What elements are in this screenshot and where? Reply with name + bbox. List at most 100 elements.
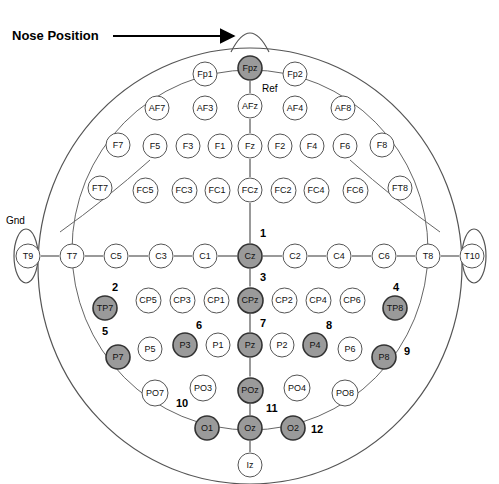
electrode-site: T10 xyxy=(459,243,485,269)
electrode-site: PO8 xyxy=(331,379,359,407)
electrode-site: F8 xyxy=(369,132,395,158)
ground-label: Gnd xyxy=(6,216,25,226)
electrode-label: PO8 xyxy=(336,389,354,398)
electrode-label: PO4 xyxy=(288,384,306,393)
electrode-line xyxy=(41,255,59,256)
electrode-site: FC5 xyxy=(132,177,159,204)
electrode-site: T9 xyxy=(15,243,41,269)
electrode-label: AF3 xyxy=(197,104,214,113)
electrode-line xyxy=(249,314,250,333)
electrode-site: AF7 xyxy=(144,95,170,121)
electrode-site: POz xyxy=(237,377,264,404)
electrode-label: C5 xyxy=(110,252,122,261)
electrode-site: F5 xyxy=(142,133,168,159)
electrode-line xyxy=(249,269,250,287)
electrode-label: C6 xyxy=(378,252,390,261)
electrode-label: CP3 xyxy=(173,296,191,305)
electrode-label: Iz xyxy=(246,461,253,470)
electrode-line xyxy=(249,441,250,452)
electrode-site: TP8 xyxy=(382,295,408,321)
electrode-label: FC4 xyxy=(307,186,324,195)
electrode-site: P7 xyxy=(105,344,131,370)
electrode-site: Iz xyxy=(237,452,263,478)
electrode-label: F7 xyxy=(113,141,124,150)
electrode-label: Fp2 xyxy=(287,70,303,79)
electrode-site: P5 xyxy=(137,336,163,362)
electrode-label: AF4 xyxy=(287,104,304,113)
electrode-site: P6 xyxy=(337,336,363,362)
electrode-label: T8 xyxy=(423,252,434,261)
electrode-label: CP5 xyxy=(139,296,157,305)
electrode-line xyxy=(308,255,326,256)
electrode-label: F6 xyxy=(340,142,351,151)
electrode-line xyxy=(249,203,250,243)
callout-number: 3 xyxy=(260,272,266,283)
electrode-site: CP3 xyxy=(169,287,196,314)
callout-number: 7 xyxy=(260,318,266,329)
callout-number: 10 xyxy=(176,398,188,409)
electrode-site: FCz xyxy=(237,177,263,203)
electrode-site: AF8 xyxy=(330,95,356,121)
electrode-site: Oz xyxy=(237,415,263,441)
electrode-site: CP6 xyxy=(339,287,366,314)
electrode-site: F7 xyxy=(105,132,131,158)
electrode-line xyxy=(85,255,103,256)
electrode-line xyxy=(174,255,192,256)
electrode-label: FC2 xyxy=(274,186,291,195)
electrode-label: P1 xyxy=(212,341,223,350)
reference-label: Ref xyxy=(262,84,278,94)
electrode-site: PO7 xyxy=(141,379,169,407)
electrode-label: CP4 xyxy=(309,296,327,305)
electrode-line xyxy=(218,255,237,256)
electrode-label: Fz xyxy=(245,142,255,151)
nose-label: Nose Position xyxy=(12,29,99,42)
callout-number: 2 xyxy=(112,282,118,293)
electrode-site: Pz xyxy=(237,332,263,358)
electrode-site: F6 xyxy=(332,133,358,159)
electrode-label: C1 xyxy=(199,252,211,261)
electrode-label: Pz xyxy=(245,341,256,350)
electrode-site: C1 xyxy=(192,243,218,269)
callout-number: 4 xyxy=(393,282,399,293)
electrode-site: T8 xyxy=(415,243,441,269)
electrode-line xyxy=(263,255,282,256)
electrode-label: CP6 xyxy=(343,296,361,305)
electrode-site: F1 xyxy=(207,133,233,159)
electrode-label: CPz xyxy=(241,296,258,305)
electrode-label: Fp1 xyxy=(197,70,213,79)
electrode-site: P2 xyxy=(269,332,295,358)
electrode-label: FC6 xyxy=(346,186,363,195)
electrode-label: PO7 xyxy=(146,389,164,398)
electrode-label: F4 xyxy=(307,142,318,151)
electrode-label: TP7 xyxy=(97,304,114,313)
callout-number: 6 xyxy=(196,320,202,331)
electrode-site: O2 xyxy=(280,415,306,441)
electrode-site: P1 xyxy=(205,332,231,358)
electrode-site: Fz xyxy=(237,133,263,159)
callout-number: 11 xyxy=(266,403,278,414)
electrode-site: PO4 xyxy=(283,374,311,402)
electrode-label: P5 xyxy=(144,345,155,354)
electrode-site: Fp1 xyxy=(192,61,218,87)
electrode-label: Fpz xyxy=(242,64,257,73)
electrode-label: F1 xyxy=(215,142,226,151)
electrode-line xyxy=(249,404,250,416)
electrode-site: C2 xyxy=(282,243,308,269)
electrode-label: P6 xyxy=(344,345,355,354)
electrode-label: F8 xyxy=(377,141,388,150)
electrode-label: P2 xyxy=(276,341,287,350)
nose xyxy=(231,33,269,52)
electrode-site: PO3 xyxy=(189,374,217,402)
electrode-label: POz xyxy=(241,386,259,395)
electrode-label: AF8 xyxy=(335,104,352,113)
electrode-label: F5 xyxy=(150,142,161,151)
electrode-site: FC3 xyxy=(171,177,198,204)
nose-arrow xyxy=(113,35,234,37)
electrode-site: F3 xyxy=(175,133,201,159)
head xyxy=(38,48,462,484)
electrode-line xyxy=(397,255,415,256)
electrode-label: P7 xyxy=(112,353,123,362)
electrode-label: FC1 xyxy=(208,186,225,195)
electrode-site: C4 xyxy=(326,243,352,269)
